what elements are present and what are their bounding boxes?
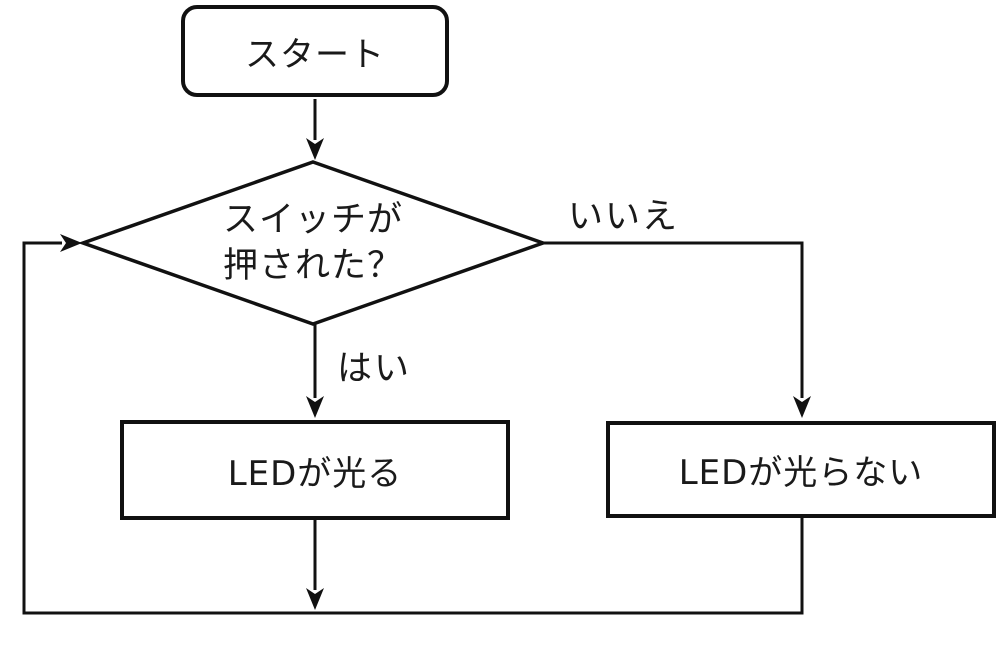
decision-label-line2: 押された？ xyxy=(222,246,403,286)
yes-branch-label: はい xyxy=(337,349,412,389)
decision-label-line1: スイッチが xyxy=(222,200,403,240)
decision-node-label: スイッチが 押された？ xyxy=(163,197,463,289)
edge-decision-to-led-off xyxy=(543,241,811,418)
led-off-node: LEDが光らない xyxy=(606,421,996,518)
start-node-label: スタート xyxy=(245,34,385,75)
start-node: スタート xyxy=(181,5,449,97)
led-off-node-label: LEDが光らない xyxy=(678,453,924,493)
led-on-node-label: LEDが光る xyxy=(227,453,403,494)
led-on-node: LEDが光る xyxy=(120,420,510,520)
edge-loop-back-to-decision xyxy=(22,234,804,615)
no-branch-label: いいえ xyxy=(568,197,680,237)
decision-diamond-shape xyxy=(77,160,549,326)
